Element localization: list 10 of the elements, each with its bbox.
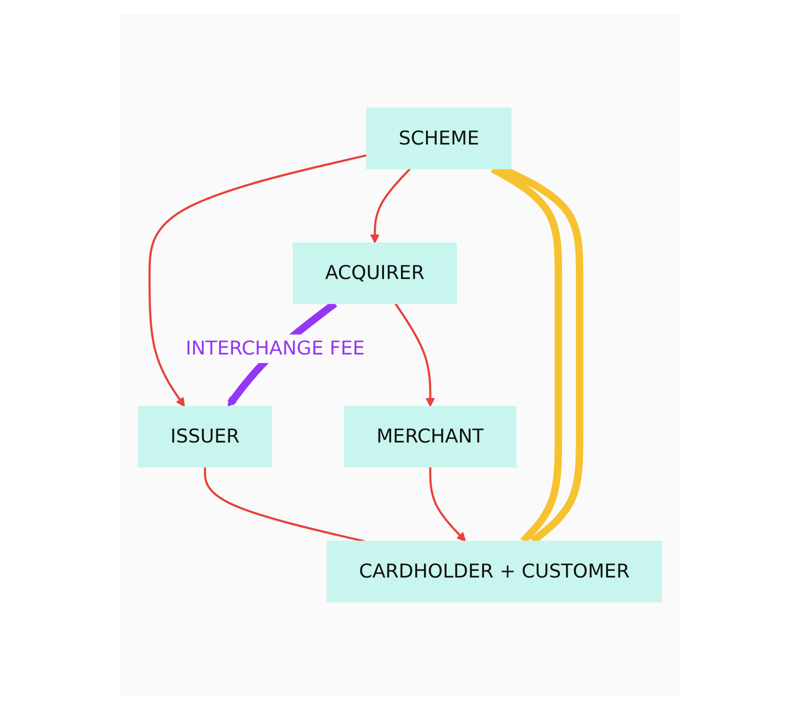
- node-box: SCHEME: [366, 108, 512, 170]
- node-box: ISSUER: [138, 406, 272, 468]
- arrow: [394, 302, 435, 407]
- arrow: [370, 168, 411, 244]
- connector: [204, 467, 365, 542]
- edge-label: INTERCHANGE FEE: [186, 338, 365, 360]
- node-box: CARDHOLDER + CUSTOMER: [326, 540, 662, 602]
- node-box: MERCHANT: [344, 406, 516, 468]
- arrow: [429, 467, 466, 542]
- node-box: ACQUIRER: [292, 242, 457, 304]
